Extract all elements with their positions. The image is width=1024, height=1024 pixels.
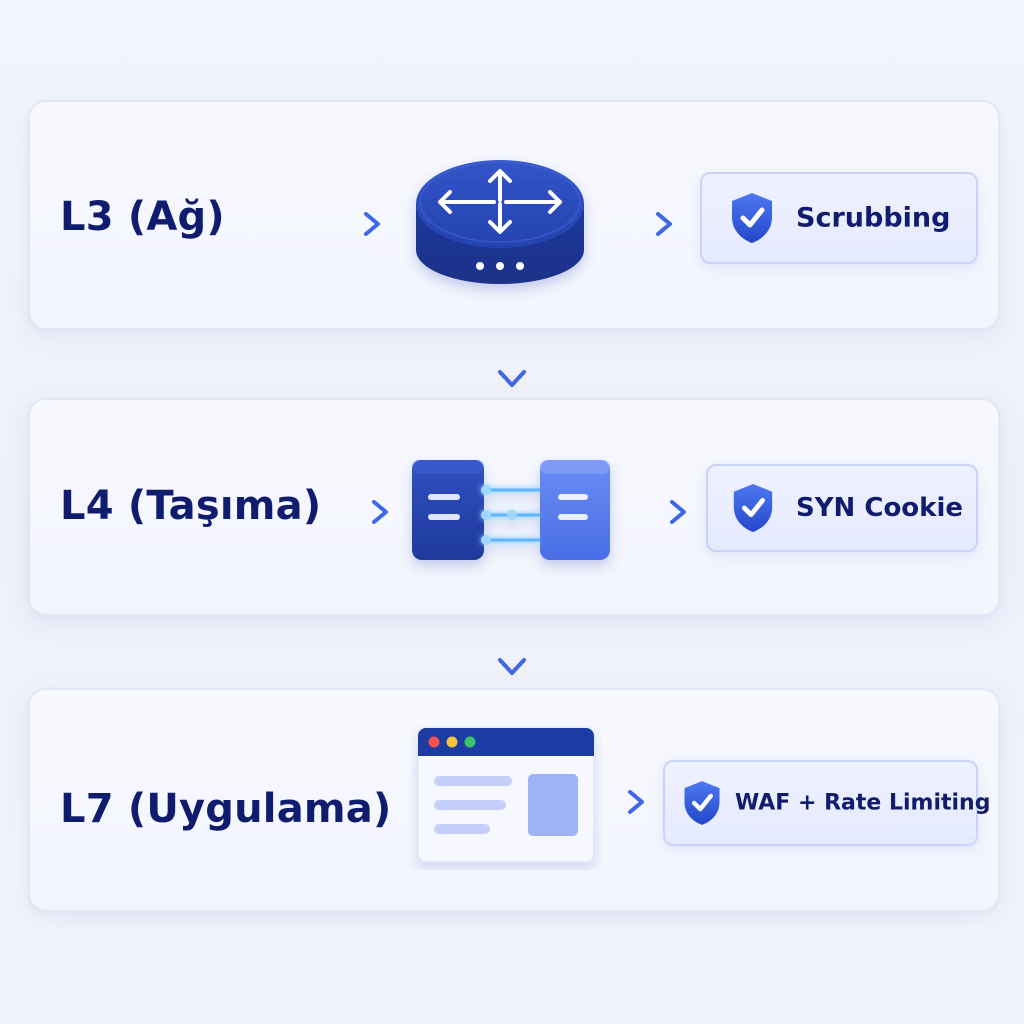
shield-check-icon [733, 484, 773, 532]
arrow-right-icon [608, 790, 644, 814]
mitigation-box: SYN Cookie [706, 464, 978, 552]
browser-window-icon [417, 727, 595, 863]
layer-title: L4 (Taşıma) [60, 483, 322, 529]
router-icon [416, 160, 584, 284]
shield-check-icon [732, 193, 772, 243]
mitigation-box: Scrubbing [700, 172, 978, 264]
arrow-right-icon [336, 500, 388, 524]
arrow-right-icon [606, 212, 672, 236]
mitigation-box: WAF + Rate Limiting [663, 760, 990, 846]
layer-card-l3: L3 (Ağ) Scrubbing [28, 100, 1000, 330]
layer-card-l7: L7 (Uygulama) WAF + Rate Limiting [28, 688, 1000, 912]
layer-title: L7 (Uygulama) [60, 786, 392, 832]
mitigation-label: Scrubbing [796, 202, 951, 234]
server-connection-icon [412, 460, 610, 560]
layer-card-l4: L4 (Taşıma) S [28, 398, 1000, 616]
arrow-right-icon [292, 212, 380, 236]
mitigation-label: SYN Cookie [796, 493, 964, 523]
arrow-down-icon [498, 628, 526, 675]
mitigation-label: WAF + Rate Limiting [735, 790, 991, 816]
layer-title: L3 (Ağ) [60, 194, 225, 240]
arrow-down-icon [498, 340, 526, 387]
arrow-right-icon [628, 500, 686, 524]
shield-check-icon [684, 781, 720, 825]
